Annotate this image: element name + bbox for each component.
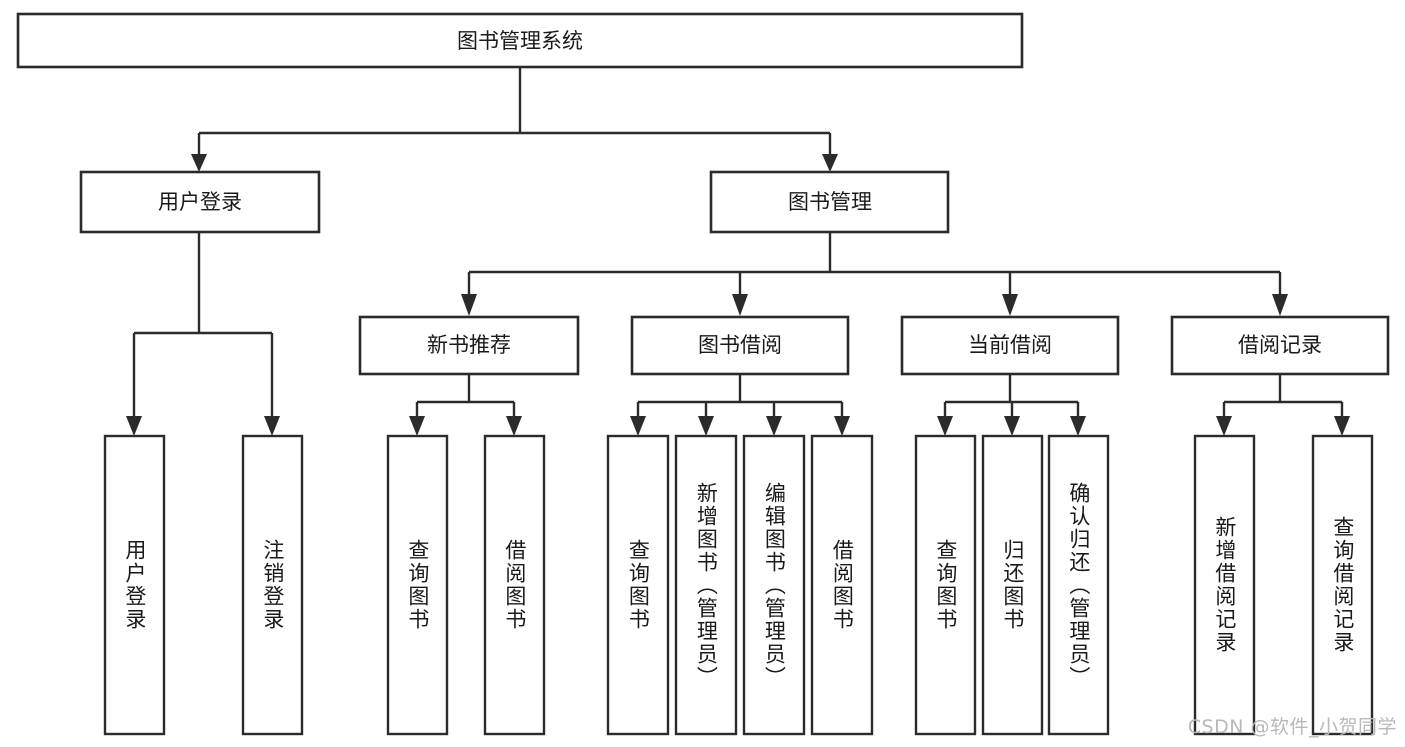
- node-root-box[interactable]: [16, 12, 1024, 69]
- arrowhead-nb-query: [409, 416, 425, 436]
- arrowhead-new-book: [461, 294, 477, 316]
- node-current-borrow-label: 当前借阅: [968, 333, 1052, 357]
- leaf-box-nb-query-book[interactable]: [386, 434, 449, 736]
- node-user-login[interactable]: 用户登录: [79, 170, 321, 234]
- node-user-login-label: 用户登录: [158, 190, 242, 214]
- leaf-box-user-login[interactable]: [103, 434, 166, 736]
- leaf-box-bb-query-book[interactable]: [606, 434, 670, 736]
- leaf-box-cb-query-book[interactable]: [914, 434, 977, 736]
- arrowhead-user-login: [191, 154, 207, 172]
- arrowhead-br-query: [1334, 416, 1350, 436]
- arrowhead-bb-query: [630, 416, 646, 436]
- leaf-box-br-query-record[interactable]: [1311, 434, 1374, 736]
- arrowhead-leaf-logout: [264, 416, 280, 436]
- leaf-box-cb-confirm-return[interactable]: [1047, 434, 1110, 736]
- node-book-borrow-label: 图书借阅: [698, 333, 782, 357]
- leaf-box-bb-borrow-book[interactable]: [810, 434, 874, 736]
- arrowhead-br-add: [1216, 416, 1232, 436]
- leaf-box-cb-return-book[interactable]: [981, 434, 1044, 736]
- arrowhead-cb-return: [1004, 416, 1020, 436]
- watermark-text: CSDN @软件_小贺同学: [1187, 716, 1397, 738]
- arrowhead-bb-edit: [766, 416, 782, 436]
- node-new-book-recommend-label: 新书推荐: [427, 333, 511, 357]
- leaf-box-bb-add-book[interactable]: [674, 434, 738, 736]
- arrowhead-bb-borrow: [834, 416, 850, 436]
- node-book-manage[interactable]: 图书管理: [709, 170, 950, 234]
- node-current-borrow-box[interactable]: [900, 315, 1120, 376]
- arrowhead-cb-confirm: [1070, 416, 1086, 436]
- node-book-borrow-box[interactable]: [630, 315, 850, 376]
- leaf-box-logout[interactable]: [241, 434, 304, 736]
- node-new-book-recommend-box[interactable]: [358, 315, 580, 376]
- arrowhead-leaf-user-login: [126, 416, 142, 436]
- node-borrow-record-label: 借阅记录: [1238, 333, 1322, 357]
- arrowhead-bb-add: [698, 416, 714, 436]
- node-current-borrow[interactable]: 当前借阅: [900, 315, 1120, 376]
- arrowhead-book-borrow: [732, 294, 748, 316]
- leaf-box-nb-borrow-book[interactable]: [483, 434, 546, 736]
- node-root[interactable]: 图书管理系统: [16, 12, 1024, 69]
- leaf-box-group: [103, 434, 1374, 736]
- node-borrow-record[interactable]: 借阅记录: [1170, 315, 1390, 376]
- node-borrow-record-box[interactable]: [1170, 315, 1390, 376]
- arrowhead-book-manage: [822, 154, 838, 172]
- leaf-box-br-add-record[interactable]: [1193, 434, 1256, 736]
- connector-group: [126, 67, 1350, 436]
- arrowhead-borrow-record: [1272, 294, 1288, 316]
- node-user-login-box[interactable]: [79, 170, 321, 234]
- arrowhead-current-borrow: [1002, 294, 1018, 316]
- arrowhead-cb-query: [937, 416, 953, 436]
- node-book-manage-label: 图书管理: [788, 190, 872, 214]
- node-book-borrow[interactable]: 图书借阅: [630, 315, 850, 376]
- node-book-manage-box[interactable]: [709, 170, 950, 234]
- leaf-box-bb-edit-book[interactable]: [742, 434, 806, 736]
- arrowhead-nb-borrow: [506, 416, 522, 436]
- node-root-label: 图书管理系统: [457, 29, 583, 53]
- node-new-book-recommend[interactable]: 新书推荐: [358, 315, 580, 376]
